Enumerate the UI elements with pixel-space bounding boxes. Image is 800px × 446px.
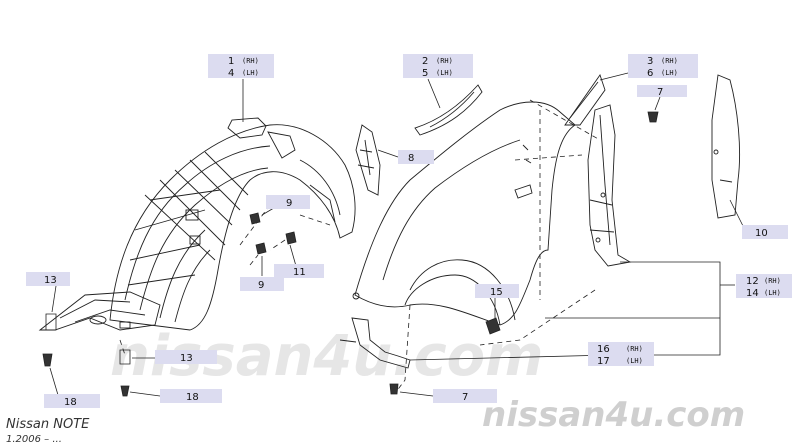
part-number-1: 1: [228, 56, 234, 67]
label-18-center: 18: [160, 389, 222, 403]
label-1-4: 1 (RH) 4 (LH): [208, 54, 274, 79]
part-number-3: 3: [647, 56, 653, 67]
seal-drawing: [564, 74, 606, 126]
part-number-17: 17: [597, 356, 610, 367]
part-side-12: (RH): [764, 277, 781, 285]
part-number-13-left: 13: [44, 275, 57, 286]
label-13-center: 13: [155, 350, 217, 364]
part-side-14: (LH): [764, 289, 781, 297]
part-number-18-left: 18: [64, 397, 77, 408]
part-side-16: (RH): [626, 345, 643, 353]
part-number-11: 11: [293, 267, 306, 278]
part-number-15: 15: [490, 287, 503, 298]
part-side-4: (LH): [242, 69, 259, 77]
fender-liner-drawing: [38, 117, 356, 331]
caption-date: 1.2006 – ...: [6, 434, 62, 445]
caption-model: Nissan NOTE: [6, 417, 90, 432]
part-number-9-upper: 9: [286, 198, 292, 209]
label-10: 10: [742, 225, 788, 239]
mud-guard-drawing: [355, 124, 381, 196]
trim-strip-drawing: [414, 84, 483, 136]
label-7-top: 7: [637, 85, 687, 98]
part-number-12: 12: [746, 276, 759, 287]
label-18-left: 18: [44, 394, 100, 408]
label-15: 15: [475, 284, 519, 298]
insulator-drawing: [711, 74, 741, 219]
part-number-9-lower: 9: [258, 280, 264, 291]
part-side-1: (RH): [242, 57, 259, 65]
part-side-2: (RH): [436, 57, 453, 65]
part-number-18-center: 18: [186, 392, 199, 403]
fender-bracket-drawing: [587, 104, 632, 267]
part-number-6: 6: [647, 68, 653, 79]
bracket-16-drawing: [339, 317, 411, 369]
label-9-lower: 9: [240, 277, 284, 291]
part-number-4: 4: [228, 68, 234, 79]
part-side-5: (LH): [436, 69, 453, 77]
label-2-5: 2 (RH) 5 (LH): [403, 54, 473, 79]
part-number-16: 16: [597, 344, 610, 355]
part-number-2: 2: [422, 56, 428, 67]
label-3-6: 3 (RH) 6 (LH): [628, 54, 698, 79]
part-number-5: 5: [422, 68, 428, 79]
label-9-upper: 9: [266, 195, 310, 209]
front-fender-drawing: [352, 101, 576, 326]
label-11: 11: [274, 264, 324, 278]
watermark-small: nissan4u.com: [482, 395, 745, 435]
label-8: 8: [398, 150, 434, 164]
part-number-8: 8: [408, 153, 414, 164]
fasteners-drawing: [42, 111, 659, 397]
part-side-3: (RH): [661, 57, 678, 65]
part-number-7: 7: [657, 87, 663, 98]
part-number-13-center: 13: [180, 353, 193, 364]
label-7-bottom: 7: [433, 389, 497, 403]
assembly-lines: [119, 99, 601, 393]
part-number-10: 10: [755, 228, 768, 239]
part-side-17: (LH): [626, 357, 643, 365]
part-number-7-bottom: 7: [462, 392, 468, 403]
part-side-6: (LH): [661, 69, 678, 77]
label-13-left: 13: [26, 272, 70, 286]
label-16-17: 16 (RH) 17 (LH): [588, 342, 654, 367]
label-12-14: 12 (RH) 14 (LH): [736, 274, 792, 299]
part-number-14: 14: [746, 288, 759, 299]
